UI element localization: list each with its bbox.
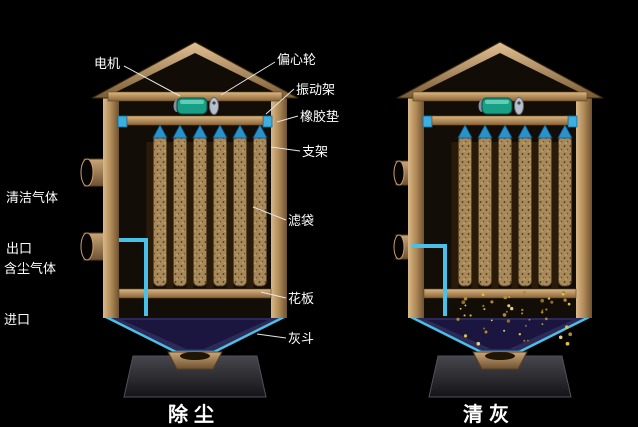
- label-vibration-frame: 振动架: [296, 82, 336, 97]
- label-eccentric-wheel: 偏心轮: [277, 52, 317, 67]
- label-rubber-pad: 橡胶垫: [300, 109, 340, 124]
- unit-dust-removal: [90, 40, 300, 399]
- label-dust-gas-inlet-line1: 含尘气体: [4, 261, 57, 276]
- label-ash-hopper: 灰斗: [288, 331, 315, 346]
- inlet-duct-left: [119, 238, 148, 316]
- label-clean-gas-outlet: 清洁气体 出口: [6, 155, 58, 291]
- falling-dust: [456, 290, 573, 346]
- label-tube-sheet: 花板: [288, 291, 315, 306]
- label-clean-gas-outlet-line2: 出口: [6, 241, 33, 256]
- label-filter-bag: 滤袋: [288, 213, 315, 228]
- leader-lines: [123, 61, 301, 339]
- inlet-duct-right: [412, 244, 447, 316]
- unit-cleaning: [395, 40, 605, 399]
- label-motor: 电机: [94, 56, 121, 71]
- label-clean-gas-outlet-line1: 清洁气体: [6, 190, 59, 205]
- title-dust-removal: 除尘: [168, 404, 220, 426]
- label-dust-gas-inlet: 含尘气体 进口: [4, 226, 56, 362]
- label-dust-gas-inlet-line2: 进口: [4, 312, 31, 327]
- title-cleaning: 清灰: [463, 404, 515, 426]
- label-support: 支架: [302, 144, 329, 159]
